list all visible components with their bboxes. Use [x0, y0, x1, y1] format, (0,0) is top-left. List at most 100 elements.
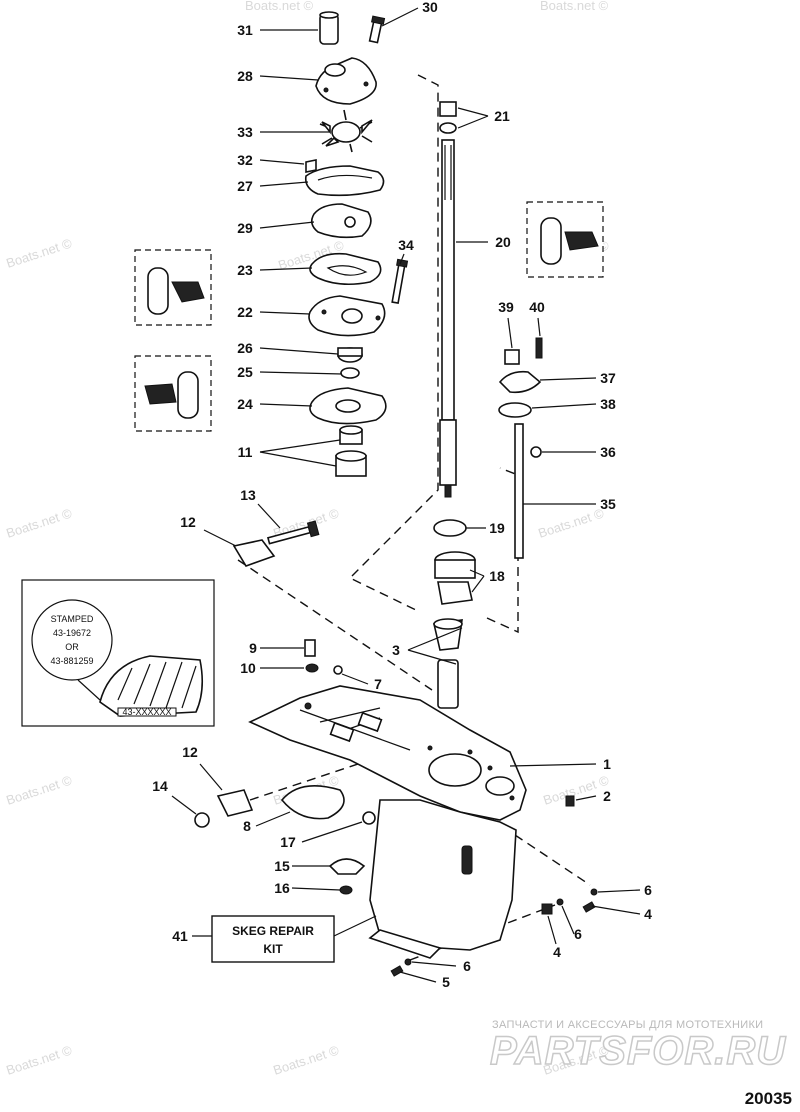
nut-part: [504, 349, 520, 365]
driveshaft-washer-part: [439, 122, 457, 134]
driveshaft-lower-part: [439, 419, 457, 486]
screw-part: [535, 337, 543, 359]
detail-inset-boxes: [134, 201, 604, 432]
seal-part: [340, 367, 360, 379]
callout-23: 23: [237, 262, 253, 278]
gear-stamp-line4: 43-881259: [50, 656, 93, 666]
watermark: Boats.net ©: [536, 505, 606, 540]
trim-screw-dash-line: [514, 834, 591, 886]
washer-part: [404, 958, 412, 966]
callout-39: 39: [498, 299, 514, 315]
drain-screw-part: [565, 795, 575, 807]
watermark: Boats.net ©: [540, 0, 609, 13]
watermark: Boats.net ©: [245, 0, 314, 13]
callout-26: 26: [237, 340, 253, 356]
callout-13: 13: [240, 487, 256, 503]
o-ring-part: [498, 402, 532, 418]
callout-32: 32: [237, 152, 253, 168]
callout-9: 9: [249, 640, 257, 656]
callout-21: 21: [494, 108, 510, 124]
callout-40: 40: [529, 299, 545, 315]
base-gasket-part: [309, 252, 382, 286]
callout-6: 6: [463, 958, 471, 974]
needle-bearing-part: [437, 659, 459, 709]
callout-8: 8: [243, 818, 251, 834]
grommet-part: [530, 446, 542, 458]
callout-36: 36: [600, 444, 616, 460]
gear-housing: [248, 685, 527, 959]
shim-part: [433, 519, 467, 537]
skeg-part: [368, 929, 442, 959]
bolt-part: [266, 520, 320, 545]
skeg-box-line1: SKEG REPAIR: [232, 924, 314, 938]
callout-1: 1: [603, 756, 611, 772]
callout-5: 5: [442, 974, 450, 990]
pump-insert-top: [319, 11, 339, 19]
driveshaft-parts: [391, 101, 543, 709]
pump-gasket-part: [304, 165, 385, 197]
callout-18: 18: [489, 568, 505, 584]
plug-part: [333, 665, 343, 675]
plug-part: [362, 811, 376, 825]
callout-38: 38: [600, 396, 616, 412]
gear-stamp-line3: OR: [65, 642, 79, 652]
pump-housing-part: [315, 57, 377, 105]
washer-part: [305, 663, 319, 673]
footer-tagline: ЗАПЧАСТИ И АКСЕССУАРЫ ДЛЯ МОТОТЕХНИКИ: [492, 1019, 763, 1031]
callout-11: 11: [238, 444, 253, 460]
callout-15: 15: [274, 858, 290, 874]
screw-part: [390, 965, 404, 977]
anode-upper-part: [232, 539, 276, 567]
skeg-repair-kit-box: SKEG REPAIR KIT: [211, 915, 335, 963]
callout-4: 4: [553, 944, 561, 960]
screw-part: [391, 258, 409, 305]
pump-housing-boss: [324, 63, 346, 77]
callout-19: 19: [489, 520, 505, 536]
callout-7: 7: [374, 676, 382, 692]
anode-dash-line: [237, 559, 433, 691]
callout-3: 3: [392, 642, 400, 658]
gear-inset: STAMPED 43-19672 OR 43-881259 43-XXXXXX: [21, 579, 215, 727]
trim-tab-part: [280, 784, 345, 820]
callout-35: 35: [600, 496, 616, 512]
callout-24: 24: [237, 396, 253, 412]
washer-part: [590, 888, 598, 896]
callout-12: 12: [182, 744, 198, 760]
driveshaft-bushing-part: [439, 101, 457, 117]
screw-part: [368, 15, 386, 44]
watermark: Boats.net ©: [4, 1042, 74, 1077]
callout-12: 12: [180, 514, 196, 530]
driveshaft-part: [441, 139, 455, 421]
retainer-part: [498, 370, 542, 394]
callout-10: 10: [240, 660, 256, 676]
callout-4: 4: [644, 906, 652, 922]
watermark: Boats.net ©: [541, 772, 611, 807]
driveshaft-dash-path: [348, 74, 439, 613]
pump-tube-dash-path: [486, 467, 519, 634]
gear-tag-text: 43-XXXXXX: [122, 707, 171, 717]
callout-labels: 31 30 28 21 33 32 27 29 20 34 23 22 39 4…: [152, 0, 652, 990]
callout-31: 31: [237, 22, 253, 38]
callout-14: 14: [152, 778, 168, 794]
callout-6: 6: [644, 882, 652, 898]
trim-screws: [390, 795, 598, 977]
footer-brand-logo: PARTSFOR.RU: [490, 1029, 786, 1073]
callout-25: 25: [237, 364, 253, 380]
callout-2: 2: [603, 788, 611, 804]
leader-lines: [171, 7, 641, 983]
callout-28: 28: [237, 68, 253, 84]
impeller-key-part: [305, 159, 317, 173]
screw-part: [304, 639, 316, 657]
watermark: Boats.net ©: [4, 235, 74, 270]
face-plate-part: [310, 203, 372, 239]
screw-part: [582, 901, 596, 913]
callout-6: 6: [574, 926, 582, 942]
roller-bearing-part: [437, 581, 473, 605]
diagram-number: 20035: [745, 1089, 792, 1108]
callout-41: 41: [172, 928, 188, 944]
gear-stamp-line1: STAMPED: [51, 614, 94, 624]
washer-part: [339, 885, 353, 895]
screw-part: [541, 903, 553, 915]
water-pump-parts: [304, 11, 387, 477]
